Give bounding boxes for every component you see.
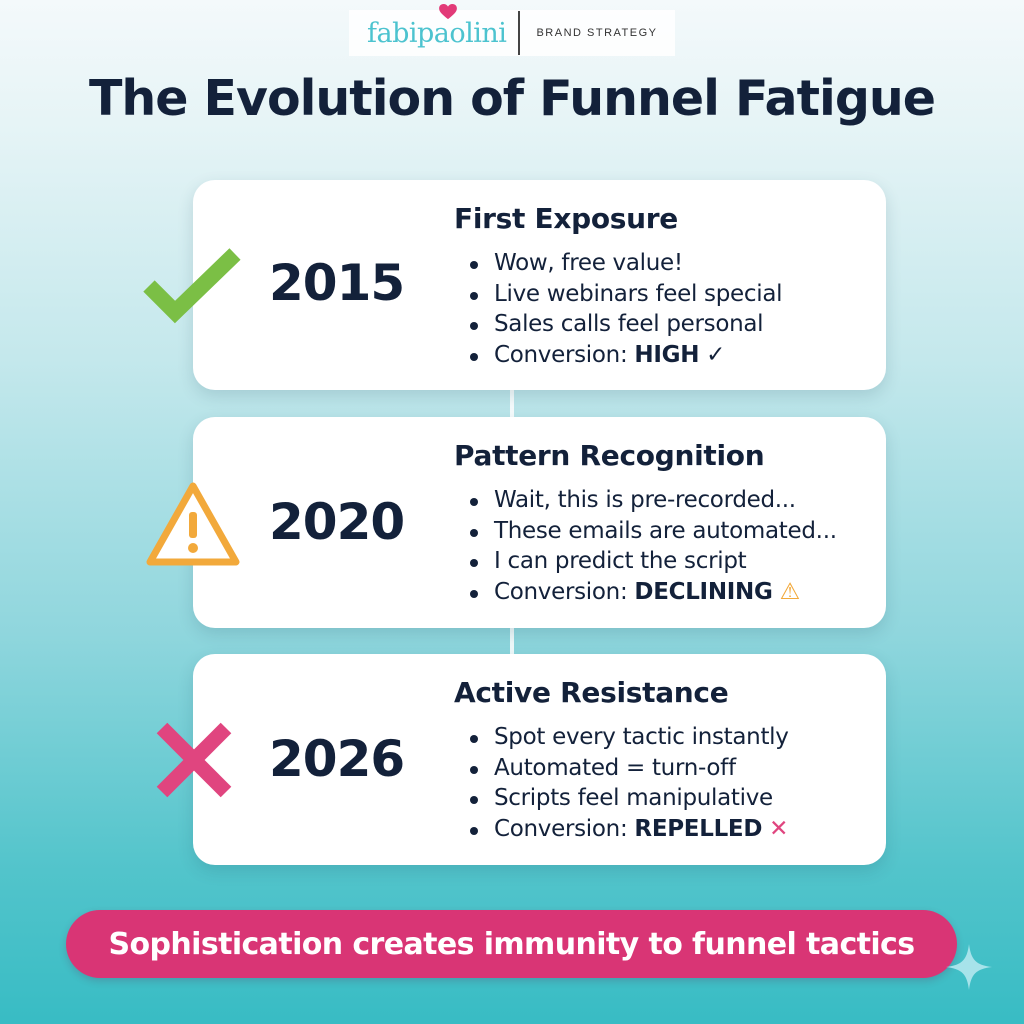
x-icon: ✕ (769, 815, 789, 842)
bullet-item: Automated = turn-off (470, 753, 789, 784)
stage-bullets: Wait, this is pre-recorded... These emai… (470, 485, 837, 607)
conversion-item: Conversion: HIGH ✓ (470, 340, 782, 371)
stage-year: 2026 (269, 730, 405, 788)
conversion-value: HIGH (634, 341, 700, 368)
logo-wordmark: fabipaolini (367, 3, 507, 49)
bullet-item: These emails are automated... (470, 516, 837, 547)
brand-logo: fabipaolini BRAND STRATEGY (349, 3, 675, 56)
logo-tagline: BRAND STRATEGY (536, 27, 658, 39)
stage-bullets: Wow, free value! Live webinars feel spec… (470, 248, 783, 371)
conversion-label: Conversion: (494, 341, 628, 368)
conversion-value: DECLINING (634, 578, 773, 605)
banner-text: Sophistication creates immunity to funne… (108, 926, 915, 962)
warning-icon (146, 482, 240, 566)
stage-heading: Active Resistance (454, 676, 729, 709)
stage-card-2026: 2026 Active Resistance Spot every tactic… (193, 654, 886, 865)
logo-divider (518, 11, 521, 55)
stage-heading: Pattern Recognition (454, 439, 765, 472)
timeline-connector (510, 626, 514, 656)
bullet-item: I can predict the script (470, 546, 837, 577)
stage-card-2020: 2020 Pattern Recognition Wait, this is p… (193, 417, 886, 628)
heart-icon (439, 3, 457, 19)
stage-card-2015: 2015 First Exposure Wow, free value! Liv… (193, 180, 886, 390)
warning-icon: ⚠ (779, 578, 801, 605)
check-icon: ✓ (706, 341, 726, 368)
conversion-label: Conversion: (494, 578, 628, 605)
timeline-connector (510, 388, 514, 420)
bullet-item: Wow, free value! (470, 248, 782, 279)
takeaway-banner: Sophistication creates immunity to funne… (66, 910, 957, 978)
check-icon (143, 248, 241, 324)
stage-year: 2020 (269, 493, 405, 551)
bullet-item: Live webinars feel special (470, 279, 783, 310)
stage-year: 2015 (269, 254, 405, 312)
conversion-value: REPELLED (634, 815, 763, 842)
stage-heading: First Exposure (454, 202, 678, 235)
page-title: The Evolution of Funnel Fatigue (88, 70, 936, 127)
conversion-label: Conversion: (494, 815, 628, 842)
bullet-item: Scripts feel manipulative (470, 783, 789, 814)
sparkle-icon (946, 944, 992, 990)
bullet-item: Spot every tactic instantly (470, 722, 789, 753)
bullet-item: Sales calls feel personal (470, 309, 782, 340)
logo-text: fabipaolini (367, 17, 507, 49)
conversion-item: Conversion: REPELLED ✕ (470, 814, 789, 845)
x-icon (156, 722, 232, 798)
bullet-item: Wait, this is pre-recorded... (470, 485, 837, 516)
stage-bullets: Spot every tactic instantly Automated = … (470, 722, 789, 844)
conversion-item: Conversion: DECLINING ⚠ (470, 577, 837, 608)
